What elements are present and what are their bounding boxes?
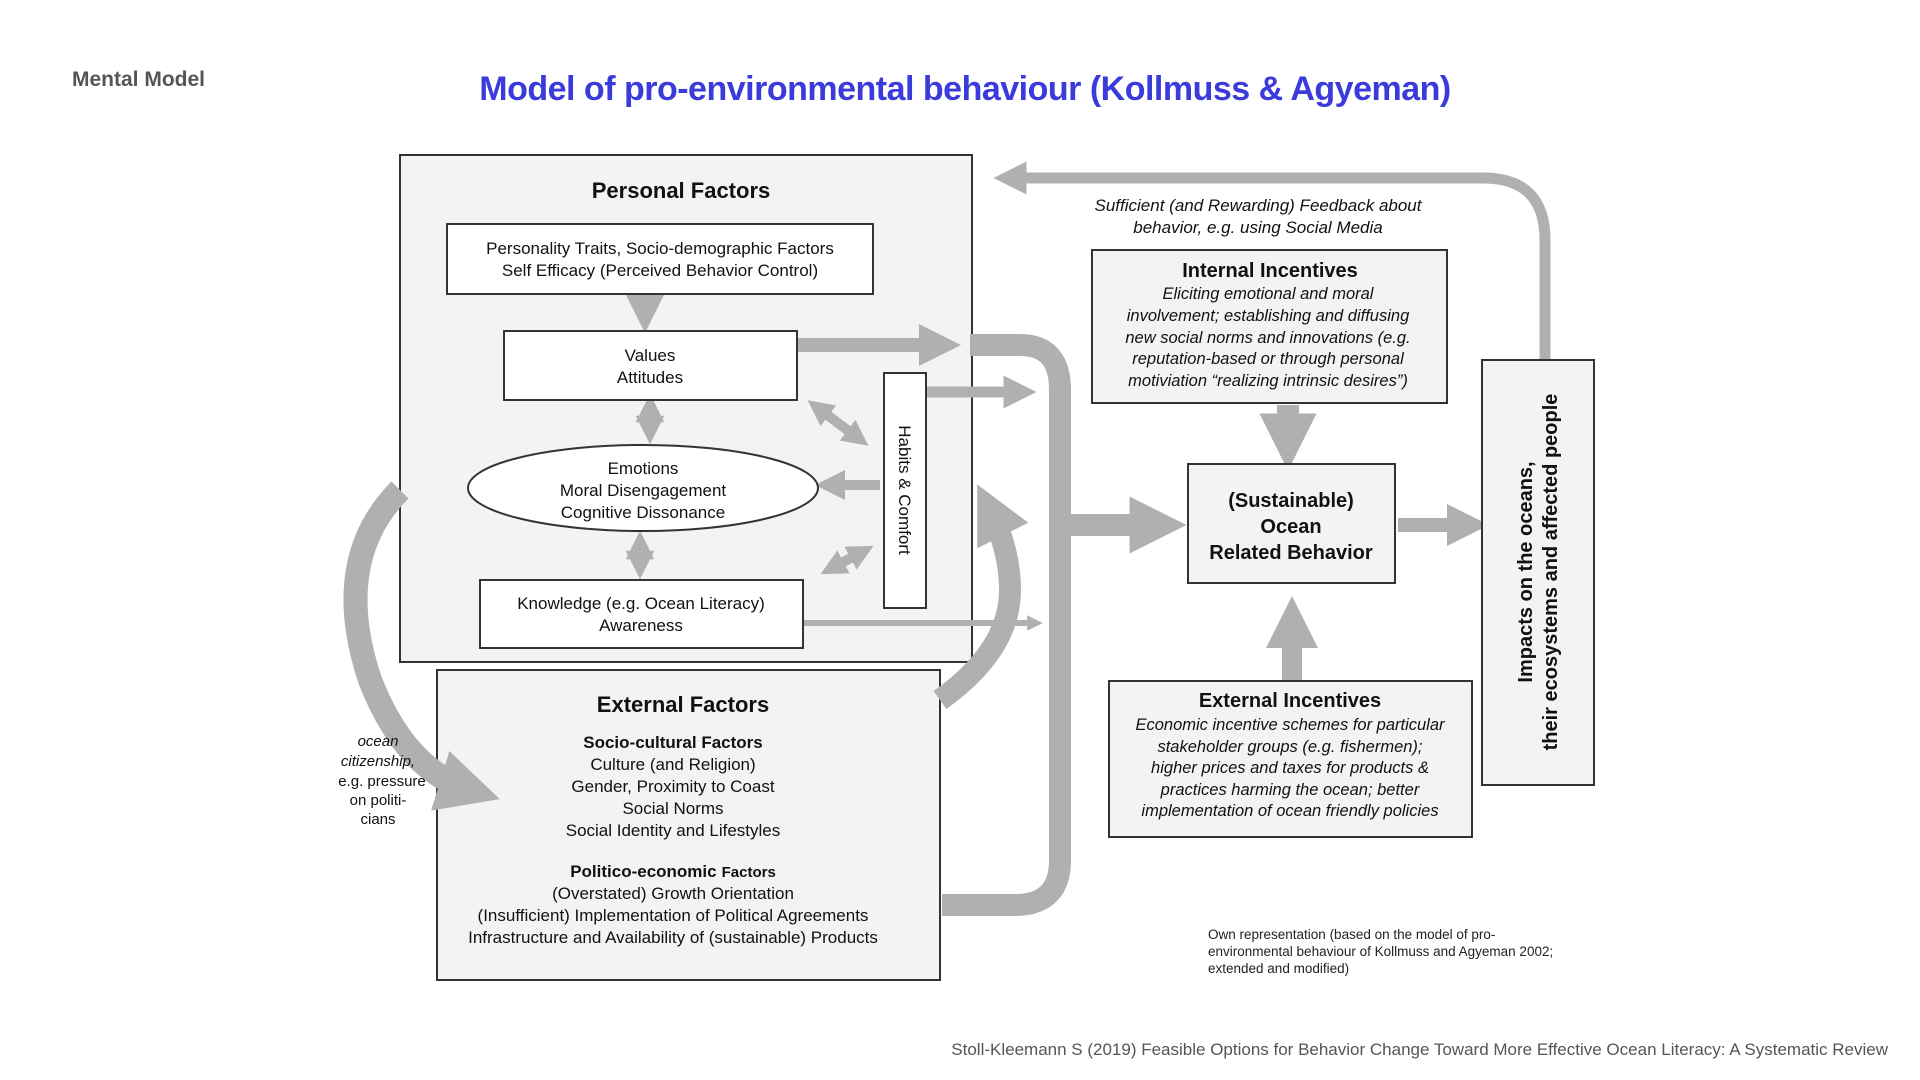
feedback-label-line-2: behavior, e.g. using Social Media xyxy=(1133,218,1383,237)
external-factors-box xyxy=(436,669,941,981)
knowledge-box xyxy=(479,579,804,649)
socio-cultural-item: Social Identity and Lifestyles xyxy=(566,821,781,840)
external-incentives-line: practices harming the ocean; better xyxy=(1160,781,1421,799)
behavior-line-3: Related Behavior xyxy=(1209,542,1373,564)
emotions-line-1: Emotions xyxy=(608,459,679,478)
traits-line-2: Self Efficacy (Perceived Behavior Contro… xyxy=(502,261,818,280)
values-habits-arrow xyxy=(807,400,869,446)
ocean-citizenship-line: e.g. pressure xyxy=(338,773,426,790)
knowledge-line-1: Knowledge (e.g. Ocean Literacy) xyxy=(517,594,765,613)
politico-item: Infrastructure and Availability of (sust… xyxy=(468,928,878,947)
emotions-line-3: Cognitive Dissonance xyxy=(561,503,725,522)
emotions-ellipse xyxy=(467,444,819,532)
ocean-citizenship-line: cians xyxy=(360,811,395,828)
footer-citation: Stoll-Kleemann S (2019) Feasible Options… xyxy=(951,1040,1888,1059)
behavior-line-2: Ocean xyxy=(1260,516,1321,538)
internal-incentives-line: involvement; establishing and diffusing xyxy=(1127,307,1410,325)
traits-line-1: Personality Traits, Socio-demographic Fa… xyxy=(486,239,834,258)
external-factors-title: External Factors xyxy=(597,692,769,717)
socio-cultural-title: Socio-cultural Factors xyxy=(583,733,762,752)
ocean-citizenship-line: citizenship, xyxy=(341,753,415,770)
section-label: Mental Model xyxy=(72,68,206,91)
internal-incentives-line: motiviation “realizing intrinsic desires… xyxy=(1128,372,1408,390)
feedback-arrow xyxy=(993,161,1551,362)
internal-incentives-title: Internal Incentives xyxy=(1182,260,1358,282)
behavior-box xyxy=(1187,463,1396,584)
internal-incentives-line: Eliciting emotional and moral xyxy=(1163,285,1375,303)
habits-box xyxy=(883,372,927,609)
external-incentives-box xyxy=(1108,680,1473,838)
source-note-line: environmental behaviour of Kollmuss and … xyxy=(1208,944,1553,959)
politico-item: (Overstated) Growth Orientation xyxy=(552,884,794,903)
politico-item: (Insufficient) Implementation of Politic… xyxy=(478,906,869,925)
ocean-citizenship-arrow xyxy=(343,481,500,811)
external-incentives-title: External Incentives xyxy=(1199,690,1381,712)
politico-title-main: Politico-economic xyxy=(570,862,716,881)
emotions-line-2: Moral Disengagement xyxy=(560,481,727,500)
habits-label: Habits & Comfort xyxy=(895,425,914,555)
knowledge-habits-arrow xyxy=(820,545,874,575)
ocean-citizenship-line: on politi- xyxy=(350,792,407,809)
external-incentives-line: Economic incentive schemes for particula… xyxy=(1135,716,1446,734)
socio-cultural-item: Culture (and Religion) xyxy=(590,755,755,774)
page-title: Model of pro-environmental behaviour (Ko… xyxy=(479,70,1451,108)
values-line-1: Values xyxy=(625,346,676,365)
external-incentives-line: implementation of ocean friendly policie… xyxy=(1141,802,1438,820)
politico-economic-title: Politico-economic Factors xyxy=(570,862,776,881)
socio-cultural-item: Social Norms xyxy=(622,799,723,818)
source-note-line: extended and modified) xyxy=(1208,961,1349,976)
impacts-line-1: Impacts on the oceans, xyxy=(1515,461,1537,682)
impacts-box xyxy=(1481,359,1595,786)
personal-factors-title: Personal Factors xyxy=(592,178,771,203)
traits-box xyxy=(446,223,874,295)
politico-title-suffix: Factors xyxy=(722,864,776,881)
impacts-line-2: their ecosystems and affected people xyxy=(1540,394,1562,751)
source-note-line: Own representation (based on the model o… xyxy=(1208,927,1495,942)
collector-column xyxy=(942,334,1071,916)
internal-incentives-box xyxy=(1091,249,1448,404)
internal-incentives-line: new social norms and innovations (e.g. xyxy=(1125,329,1410,347)
values-line-2: Attitudes xyxy=(617,368,683,387)
knowledge-line-2: Awareness xyxy=(599,616,683,635)
external-to-habits-arrow xyxy=(933,484,1029,709)
external-incentives-line: higher prices and taxes for products & xyxy=(1151,759,1429,777)
internal-incentives-line: reputation-based or through personal xyxy=(1132,350,1405,368)
feedback-label-line-1: Sufficient (and Rewarding) Feedback abou… xyxy=(1095,196,1423,215)
behavior-line-1: (Sustainable) xyxy=(1228,490,1354,512)
ocean-citizenship-line: ocean xyxy=(358,733,399,750)
socio-cultural-item: Gender, Proximity to Coast xyxy=(571,777,774,796)
values-box xyxy=(503,330,798,401)
external-incentives-line: stakeholder groups (e.g. fishermen); xyxy=(1157,738,1422,756)
